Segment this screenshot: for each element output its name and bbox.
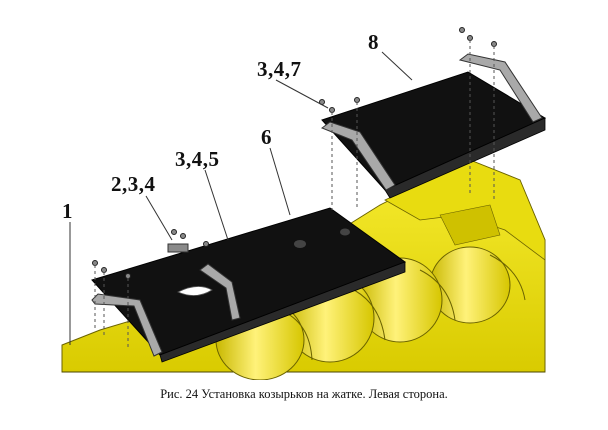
callout-2-3-4: 2,3,4 [111, 172, 156, 196]
callout-6: 6 [261, 125, 272, 149]
figure-caption: Рис. 24 Установка козырьков на жатке. Ле… [160, 387, 448, 401]
callout-3-4-7: 3,4,7 [257, 57, 302, 81]
visor-left [91, 207, 407, 363]
callout-1: 1 [62, 199, 73, 223]
leader-lines [69, 51, 413, 345]
mounting-brackets [91, 53, 543, 357]
callout-8: 8 [368, 30, 379, 54]
assembly-drawing [61, 27, 547, 380]
callout-3-4-5: 3,4,5 [175, 147, 220, 171]
fasteners [92, 27, 497, 350]
